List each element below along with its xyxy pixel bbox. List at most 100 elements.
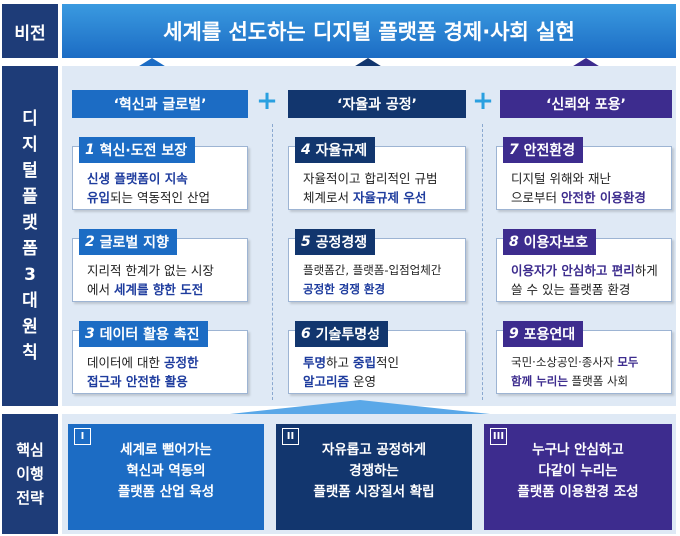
strategy-line: 혁신과 역동의 [126,463,206,479]
card-text: 에서 [87,282,114,297]
card-title-text: 글로벌 지향 [99,235,169,251]
principles-label: 디지털플랫폼3대원칙 [2,66,58,406]
strategy-line: 누구나 안심하고 [532,442,624,458]
card-text: 하게 [634,263,658,278]
vision-label: 비전 [2,4,58,58]
principle-card-1: 1 혁신·도전 보장 신생 플랫폼이 지속 유입되는 역동적인 산업 [72,137,248,210]
card-number: 4 [301,142,311,158]
card-title: 9 포용연대 [503,321,584,347]
card-text: 세계를 향한 도전 [113,282,204,297]
roman-numeral-icon: III [490,428,507,445]
vision-banner: 세계를 선도하는 디지털 플랫폼 경제·사회 실현 [62,4,676,58]
strategy-label: 핵심 이행 전략 [2,414,58,534]
card-text: 적인 [376,355,400,370]
strategy-label-line: 핵심 [16,441,44,459]
principle-card-9: 9 포용연대 국민·소상공인·종사자 모두 함께 누리는 플랫폼 사회 [496,321,672,394]
card-body: 디지털 위해와 재난 으로부터 안전한 이용환경 [511,169,665,207]
card-title: 5 공정경쟁 [295,229,376,255]
card-body: 데이터에 대한 공정한 접근과 안전한 활용 [87,353,241,391]
principle-card-5: 5 공정경쟁 플랫폼간, 플랫폼-입점업체간 공정한 경쟁 환경 [288,229,466,302]
strategy-box-3: III 누구나 안심하고 다같이 누리는 플랫폼 이용환경 조성 [484,424,672,530]
card-text: 데이터에 대한 [87,355,164,370]
card-text: 함께 누리는 [511,374,568,388]
card-text: 안전한 이용환경 [560,190,646,205]
card-text: 공정한 [163,355,199,370]
card-text: 공정한 경쟁 환경 [303,282,386,296]
card-number: 1 [85,142,95,158]
card-text: 국민·소상공인·종사자 [511,355,618,369]
card-body: 자율적이고 합리적인 규범 체계로서 자율규제 우선 [303,169,459,207]
card-text: 체계로서 [303,190,353,205]
card-title-text: 안전환경 [523,143,576,159]
column-header-autonomy: ‘자율과 공정’ [288,90,466,118]
card-number: 2 [85,234,95,250]
roman-numeral-icon: I [74,428,91,445]
card-text: 이용자가 안심하고 편리 [511,263,635,278]
card-title: 8 이용자보호 [503,229,597,255]
card-title: 1 혁신·도전 보장 [79,137,196,163]
card-body: 국민·소상공인·종사자 모두 함께 누리는 플랫폼 사회 [511,353,665,391]
strategy-box-1: I 세계로 뻗어가는 혁신과 역동의 플랫폼 산업 육성 [68,424,264,530]
card-text: 쓸 수 있는 플랫폼 환경 [511,282,631,297]
card-body: 투명하고 중립적인 알고리즘 운영 [303,353,459,391]
arrow-up-icon [570,58,602,68]
card-title-text: 데이터 활용 촉진 [99,327,200,343]
strategy-line: 경쟁하는 [349,463,399,479]
card-body: 신생 플랫폼이 지속 유입되는 역동적인 산업 [87,169,241,207]
card-text: 되는 역동적인 산업 [110,190,210,205]
card-title: 4 자율규제 [295,137,376,163]
card-number: 7 [509,142,519,158]
card-title: 2 글로벌 지향 [79,229,177,255]
card-text: 유입 [87,190,111,205]
card-text: 하고 [326,355,353,370]
card-body: 이용자가 안심하고 편리하게 쓸 수 있는 플랫폼 환경 [511,261,665,299]
card-number: 3 [85,326,95,342]
card-number: 9 [509,326,519,342]
strategy-label-line: 이행 [16,465,44,483]
card-text: 자율규제 우선 [352,190,427,205]
card-text: 모두 [617,355,639,369]
strategy-box-2: II 자유롭고 공정하게 경쟁하는 플랫폼 시장질서 확립 [276,424,472,530]
column-header-trust: ‘신뢰와 포용’ [500,90,672,118]
card-title: 3 데이터 활용 촉진 [79,321,208,347]
card-number: 6 [301,326,311,342]
card-number: 8 [509,234,519,250]
arrow-up-icon [230,400,490,414]
plus-icon: + [256,86,278,116]
strategy-line: 플랫폼 이용환경 조성 [517,484,639,500]
card-title-text: 공정경쟁 [315,235,368,251]
card-body: 지리적 한계가 없는 시장 에서 세계를 향한 도전 [87,261,241,299]
card-title-text: 혁신·도전 보장 [99,143,188,159]
plus-icon: + [472,86,494,116]
strategy-label-line: 전략 [16,489,44,507]
card-text: 신생 플랫폼이 지속 [87,171,188,186]
card-text: 디지털 위해와 재난 [511,171,611,186]
strategy-line: 자유롭고 공정하게 [321,442,427,458]
card-title: 7 안전환경 [503,137,584,163]
principle-card-4: 4 자율규제 자율적이고 합리적인 규범 체계로서 자율규제 우선 [288,137,466,210]
strategy-line: 플랫폼 산업 육성 [117,484,215,500]
card-text: 알고리즘 [303,374,350,389]
principle-card-3: 3 데이터 활용 촉진 데이터에 대한 공정한 접근과 안전한 활용 [72,321,248,394]
card-title-text: 포용연대 [523,327,576,343]
card-text: 투명 [303,355,327,370]
card-number: 5 [301,234,311,250]
card-text: 자율적이고 합리적인 규범 [303,171,438,186]
column-divider [272,124,273,400]
card-text: 운영 [349,374,376,389]
card-title-text: 자율규제 [315,143,368,159]
principle-card-6: 6 기술투명성 투명하고 중립적인 알고리즘 운영 [288,321,466,394]
strategy-line: 플랫폼 시장질서 확립 [313,484,435,500]
card-text: 으로부터 [511,190,561,205]
roman-numeral-icon: II [282,428,299,445]
card-title: 6 기술투명성 [295,321,389,347]
card-text: 지리적 한계가 없는 시장 [87,263,214,278]
strategy-line: 다같이 누리는 [538,463,618,479]
card-text: 중립 [353,355,377,370]
strategy-line: 세계로 뻗어가는 [120,442,212,458]
card-title-text: 기술투명성 [315,327,381,343]
principles-label-text: 디지털플랫폼3대원칙 [22,109,38,363]
card-text: 플랫폼 사회 [567,374,629,388]
principle-card-8: 8 이용자보호 이용자가 안심하고 편리하게 쓸 수 있는 플랫폼 환경 [496,229,672,302]
column-header-innovation: ‘혁신과 글로벌’ [72,90,248,118]
